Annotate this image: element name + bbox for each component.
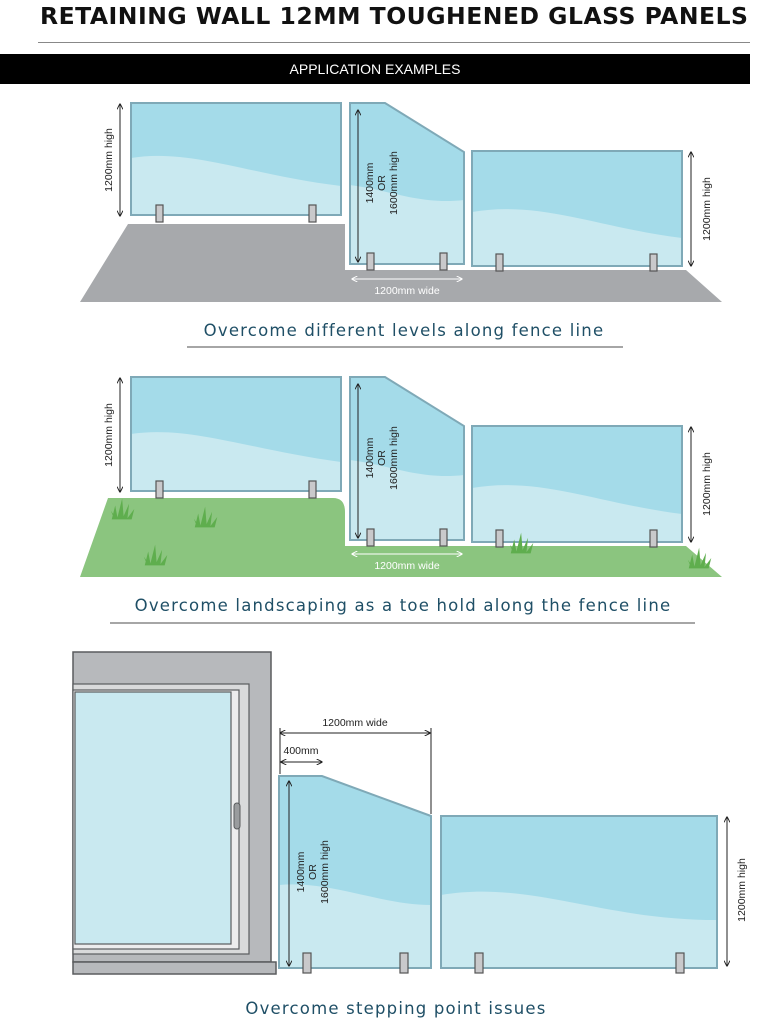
dimension-label: 1200mm wide bbox=[322, 717, 388, 729]
ground-grass bbox=[80, 498, 722, 577]
dimension-label: 1400mm bbox=[364, 437, 376, 478]
dimension-label: 400mm bbox=[283, 745, 318, 757]
dimension-label: 1600mm high bbox=[388, 426, 400, 490]
dimension-label: 1200mm high bbox=[736, 858, 748, 922]
dimension-label: OR bbox=[307, 864, 319, 880]
glass-panel-stepped bbox=[349, 376, 465, 541]
example-stepping: 1200mm wide 400mm 1400mm OR 1600mm high … bbox=[72, 651, 748, 1018]
dimension-label: 1600mm high bbox=[388, 151, 400, 215]
caption: Overcome landscaping as a toe hold along… bbox=[135, 596, 672, 615]
dimension-label: 1200mm wide bbox=[374, 560, 440, 572]
caption: Overcome different levels along fence li… bbox=[204, 321, 605, 340]
section-bar: APPLICATION EXAMPLES bbox=[0, 54, 750, 84]
door-frame bbox=[72, 651, 277, 975]
dimension-label: 1200mm high bbox=[103, 128, 115, 192]
dimension-label: 1200mm high bbox=[701, 452, 713, 516]
spigot bbox=[308, 204, 317, 223]
spigot bbox=[366, 528, 375, 547]
ground-concrete bbox=[80, 224, 722, 302]
spigot bbox=[155, 480, 164, 499]
example-landscaping: 1200mm high 1400mm OR 1600mm high 1200mm… bbox=[80, 376, 722, 624]
spigot bbox=[495, 253, 504, 272]
glass-panel-left bbox=[130, 376, 342, 492]
caption: Overcome stepping point issues bbox=[245, 999, 546, 1018]
dimension-label: 1200mm high bbox=[103, 403, 115, 467]
spigot bbox=[675, 952, 685, 974]
glass-panel-stepped bbox=[278, 775, 432, 969]
dimension-label: 1400mm bbox=[364, 162, 376, 203]
glass-panel-stepped bbox=[349, 102, 465, 265]
spigot bbox=[155, 204, 164, 223]
dimension-label: 1400mm bbox=[295, 851, 307, 892]
glass-panel-left bbox=[130, 102, 342, 216]
spigot bbox=[439, 528, 448, 547]
door-handle bbox=[233, 802, 241, 830]
spigot bbox=[366, 252, 375, 271]
glass-panel-right bbox=[471, 425, 683, 543]
dimension-label: 1200mm high bbox=[701, 177, 713, 241]
dimension-label: OR bbox=[376, 450, 388, 466]
title-divider bbox=[38, 42, 750, 43]
spigot bbox=[474, 952, 484, 974]
dimension-label: 1600mm high bbox=[319, 840, 331, 904]
glass-panel-right bbox=[471, 150, 683, 267]
dimension-label: 1200mm wide bbox=[374, 285, 440, 297]
spigot bbox=[495, 529, 504, 548]
dimension-label: OR bbox=[376, 175, 388, 191]
spigot bbox=[399, 952, 409, 974]
spigot bbox=[439, 252, 448, 271]
spigot bbox=[302, 952, 312, 974]
page-title: RETAINING WALL 12MM TOUGHENED GLASS PANE… bbox=[40, 2, 749, 30]
glass-panel-right bbox=[440, 815, 718, 969]
spigot bbox=[649, 529, 658, 548]
spigot bbox=[649, 253, 658, 272]
example-levels: 1200mm high 1400mm OR 1600mm high 1200mm… bbox=[80, 102, 722, 348]
spigot bbox=[308, 480, 317, 499]
